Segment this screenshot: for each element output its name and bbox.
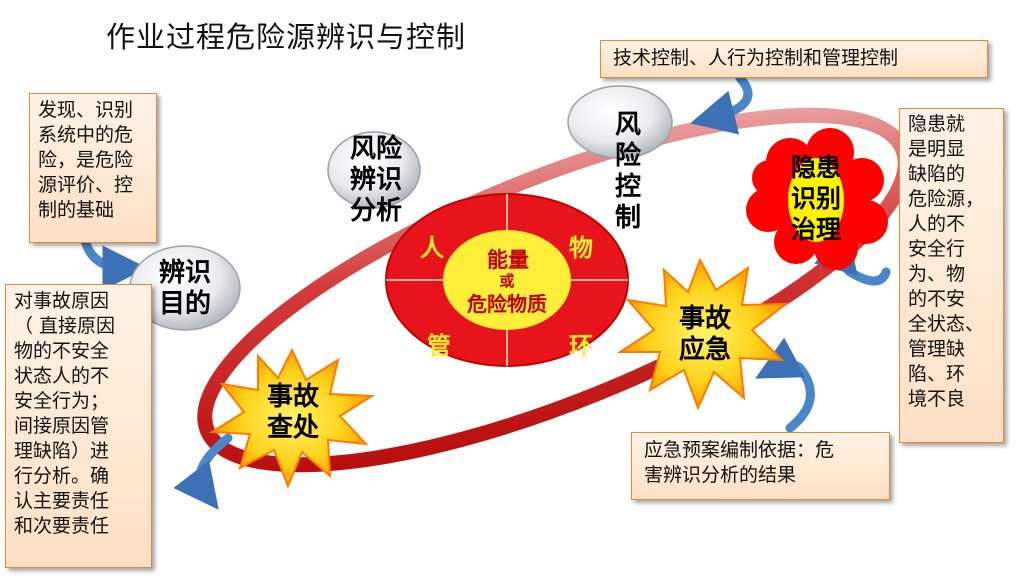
callout-line: 陷、环 [908,363,966,385]
callout-line: 险，是危险 [38,149,134,171]
node-label-line: 应急 [678,335,731,365]
node-label-line: 辨识 [158,258,211,288]
callout-line: 安全行 [908,238,966,260]
callout-cause-analysis: 对事故原因 （ 直接原因 物的不安全 状态人的不 安全行为； 间接原因管 理缺陷… [5,284,152,568]
center-circle [385,193,629,367]
node-label-line: 控 [614,172,641,202]
center-people: 人 [420,234,444,262]
center-environment: 环 [569,332,593,360]
callout-line: 认主要责任 [14,490,110,512]
callout-line: 为、物 [908,263,966,285]
callout-line: 境不良 [908,388,966,410]
burst-investigation [208,347,376,489]
callout-line: 行分析。确 [14,465,110,487]
arrow-to-emergency [755,337,815,433]
node-label-line: 辨识 [349,165,402,195]
callout-line: 缺陷的 [908,163,966,185]
callout-line: 危险源， [908,188,985,210]
node-label-line: 事故 [678,304,731,334]
callout-line: 隐患就 [908,113,966,135]
callout-hidden-danger: 隐患就 是明显 缺陷的 危险源， 人的不 安全行 为、物 的不安 全状态、 管理… [899,108,1004,443]
arrow-to-investigation [173,433,233,510]
callout-line: 全状态、 [908,313,985,335]
callout-line: 技术控制、人行为控制和管理控制 [613,47,899,69]
callout-line: 安全行为； [14,390,110,412]
center-material: 物 [569,234,593,262]
center-energy: 能量 [487,248,529,272]
node-hidden-danger: 隐患 识别 治理 [784,152,848,245]
callout-line: 应急预案编制依据：危 [644,439,835,461]
callout-discover: 发现、识别 系统中的危 险，是危险 源评价、控 制的基础 [29,93,157,243]
node-identify-purpose: 辨识 目的 [150,258,220,320]
node-label-line: 制 [614,203,641,233]
callout-line: 源评价、控 [38,174,134,196]
callout-line: 管理缺 [908,338,966,360]
node-label-line: 风险 [349,134,402,164]
callout-control-methods: 技术控制、人行为控制和管理控制 [600,40,988,78]
node-label-line: 风 [614,110,641,140]
node-risk-control: 风 险 控 制 [608,110,648,234]
node-label-line: 分析 [349,196,402,226]
node-label-line: 识别 [790,184,841,213]
callout-line: 的不安 [908,288,966,310]
node-label-line: 目的 [158,289,211,319]
burst-emergency [616,257,790,411]
callout-line: 状态人的不 [14,365,110,387]
callout-line: 人的不 [908,213,966,235]
center-hazardous: 危险物质 [467,292,547,316]
callout-line: 理缺陷）进 [14,440,110,462]
callout-line: 物的不安全 [14,340,110,362]
arrow-to-identify [80,235,148,291]
node-label-line: 险 [614,141,641,171]
bubble-risk-analysis [327,131,421,209]
center-or: 或 [499,272,515,290]
callout-line: 发现、识别 [38,99,134,121]
callout-line: 制的基础 [38,199,115,221]
node-risk-analysis: 风险 辨识 分析 [346,134,406,227]
node-accident-investigation: 事故 查处 [258,382,328,444]
node-label-line: 事故 [266,382,319,412]
callout-line: （ 直接原因 [14,315,116,337]
bubble-risk-control [567,85,673,159]
callout-line: 间接原因管 [14,415,110,437]
node-label-line: 查处 [266,413,319,443]
center-management: 管 [427,332,451,360]
callout-emergency-plan: 应急预案编制依据：危 害辨识分析的结果 [631,432,890,500]
callout-line: 系统中的危 [38,124,134,146]
node-label-line: 治理 [790,215,841,244]
callout-line: 和次要责任 [14,515,110,537]
hidden-danger-cloud [746,128,888,270]
callout-line: 是明显 [908,138,966,160]
callout-line: 害辨识分析的结果 [644,464,797,486]
page-title: 作业过程危险源辨识与控制 [106,20,467,54]
node-accident-emergency: 事故 应急 [670,304,740,366]
bubble-shapes [129,85,673,331]
node-label-line: 隐患 [790,153,841,182]
arrow-to-control [690,73,753,135]
callout-line: 对事故原因 [14,290,110,312]
